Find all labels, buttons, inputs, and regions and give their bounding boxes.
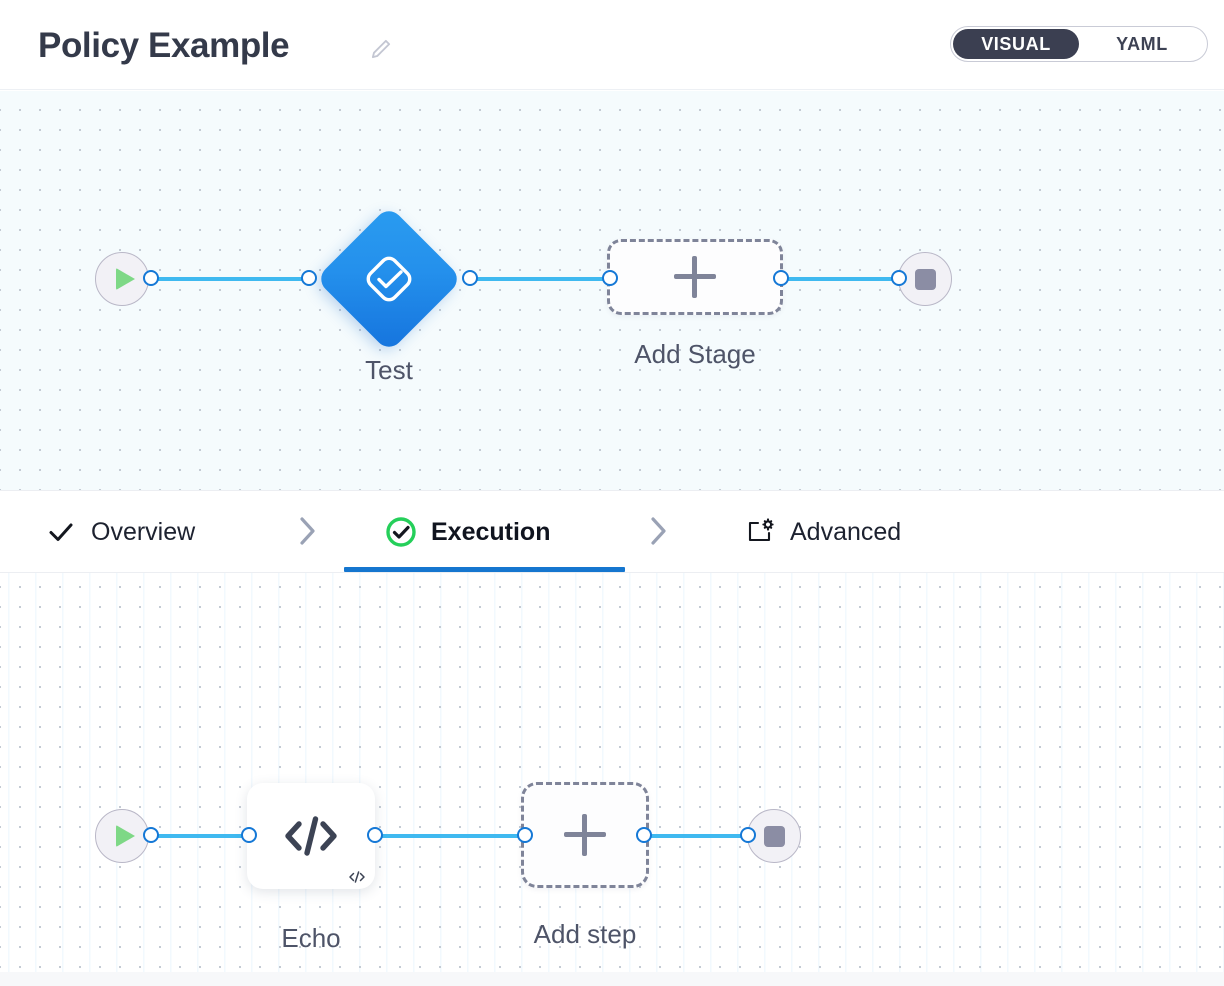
- toggle-option-yaml[interactable]: YAML: [1116, 33, 1168, 54]
- port-test-out[interactable]: [462, 270, 478, 286]
- step-end-node[interactable]: [747, 809, 801, 863]
- port-addstage-out[interactable]: [773, 270, 789, 286]
- step-canvas[interactable]: Echo Add step: [0, 573, 1224, 986]
- port-echo-out[interactable]: [367, 827, 383, 843]
- tab-advanced[interactable]: Advanced: [744, 491, 901, 573]
- tab-execution[interactable]: Execution: [385, 491, 550, 573]
- edge-start-to-test: [150, 277, 315, 281]
- port-addstep-in[interactable]: [517, 827, 533, 843]
- step-label-echo: Echo: [281, 923, 341, 953]
- port-test-in[interactable]: [301, 270, 317, 286]
- play-icon: [115, 825, 135, 847]
- edge-echo-to-addstep: [370, 834, 533, 838]
- step-start-node[interactable]: [95, 809, 149, 863]
- port-step-start-out[interactable]: [143, 827, 159, 843]
- page-title: Policy Example: [38, 26, 290, 65]
- tab-overview[interactable]: Overview: [45, 491, 195, 573]
- pipeline-end-node[interactable]: [898, 252, 952, 306]
- stage-canvas[interactable]: Test Add Stage: [0, 91, 1224, 490]
- add-step-label: Add step: [533, 919, 637, 949]
- edge-test-to-addstage: [465, 277, 615, 281]
- gear-window-icon: [744, 516, 776, 548]
- plus-icon: [674, 256, 716, 298]
- chevron-right-icon-2: [648, 511, 670, 551]
- plus-icon: [564, 814, 606, 856]
- stop-icon: [914, 268, 936, 290]
- add-step-button[interactable]: [521, 782, 649, 888]
- chevron-right-icon-1: [297, 511, 319, 551]
- page-header: Policy Example VISUAL YAML: [0, 0, 1224, 90]
- port-end-in[interactable]: [891, 270, 907, 286]
- add-stage-button[interactable]: [607, 239, 783, 315]
- section-tabbar: Overview Execution: [0, 490, 1224, 573]
- code-icon: [280, 814, 342, 858]
- stop-icon: [763, 825, 785, 847]
- port-start-out[interactable]: [143, 270, 159, 286]
- edge-addstep-to-end: [640, 834, 765, 838]
- check-circle-icon: [385, 516, 417, 548]
- view-mode-toggle[interactable]: VISUAL YAML: [950, 26, 1208, 62]
- port-step-end-in[interactable]: [740, 827, 756, 843]
- add-stage-label: Add Stage: [634, 339, 756, 369]
- stage-label-test: Test: [365, 355, 413, 385]
- code-badge-icon: [347, 869, 367, 885]
- edge-addstage-to-end: [778, 277, 903, 281]
- port-echo-in[interactable]: [241, 827, 257, 843]
- tab-active-underline: [344, 567, 625, 572]
- play-icon: [115, 268, 135, 290]
- pipeline-start-node[interactable]: [95, 252, 149, 306]
- check-icon: [45, 516, 77, 548]
- stage-node-test[interactable]: [315, 205, 463, 353]
- tab-advanced-label: Advanced: [790, 517, 902, 546]
- edge-start-to-echo: [150, 834, 260, 838]
- port-addstep-out[interactable]: [636, 827, 652, 843]
- port-addstage-in[interactable]: [602, 270, 618, 286]
- tab-execution-label: Execution: [431, 517, 551, 546]
- tab-overview-label: Overview: [91, 517, 196, 546]
- step-node-echo[interactable]: [247, 783, 375, 889]
- pencil-icon[interactable]: [368, 36, 394, 62]
- toggle-option-visual[interactable]: VISUAL: [953, 29, 1079, 59]
